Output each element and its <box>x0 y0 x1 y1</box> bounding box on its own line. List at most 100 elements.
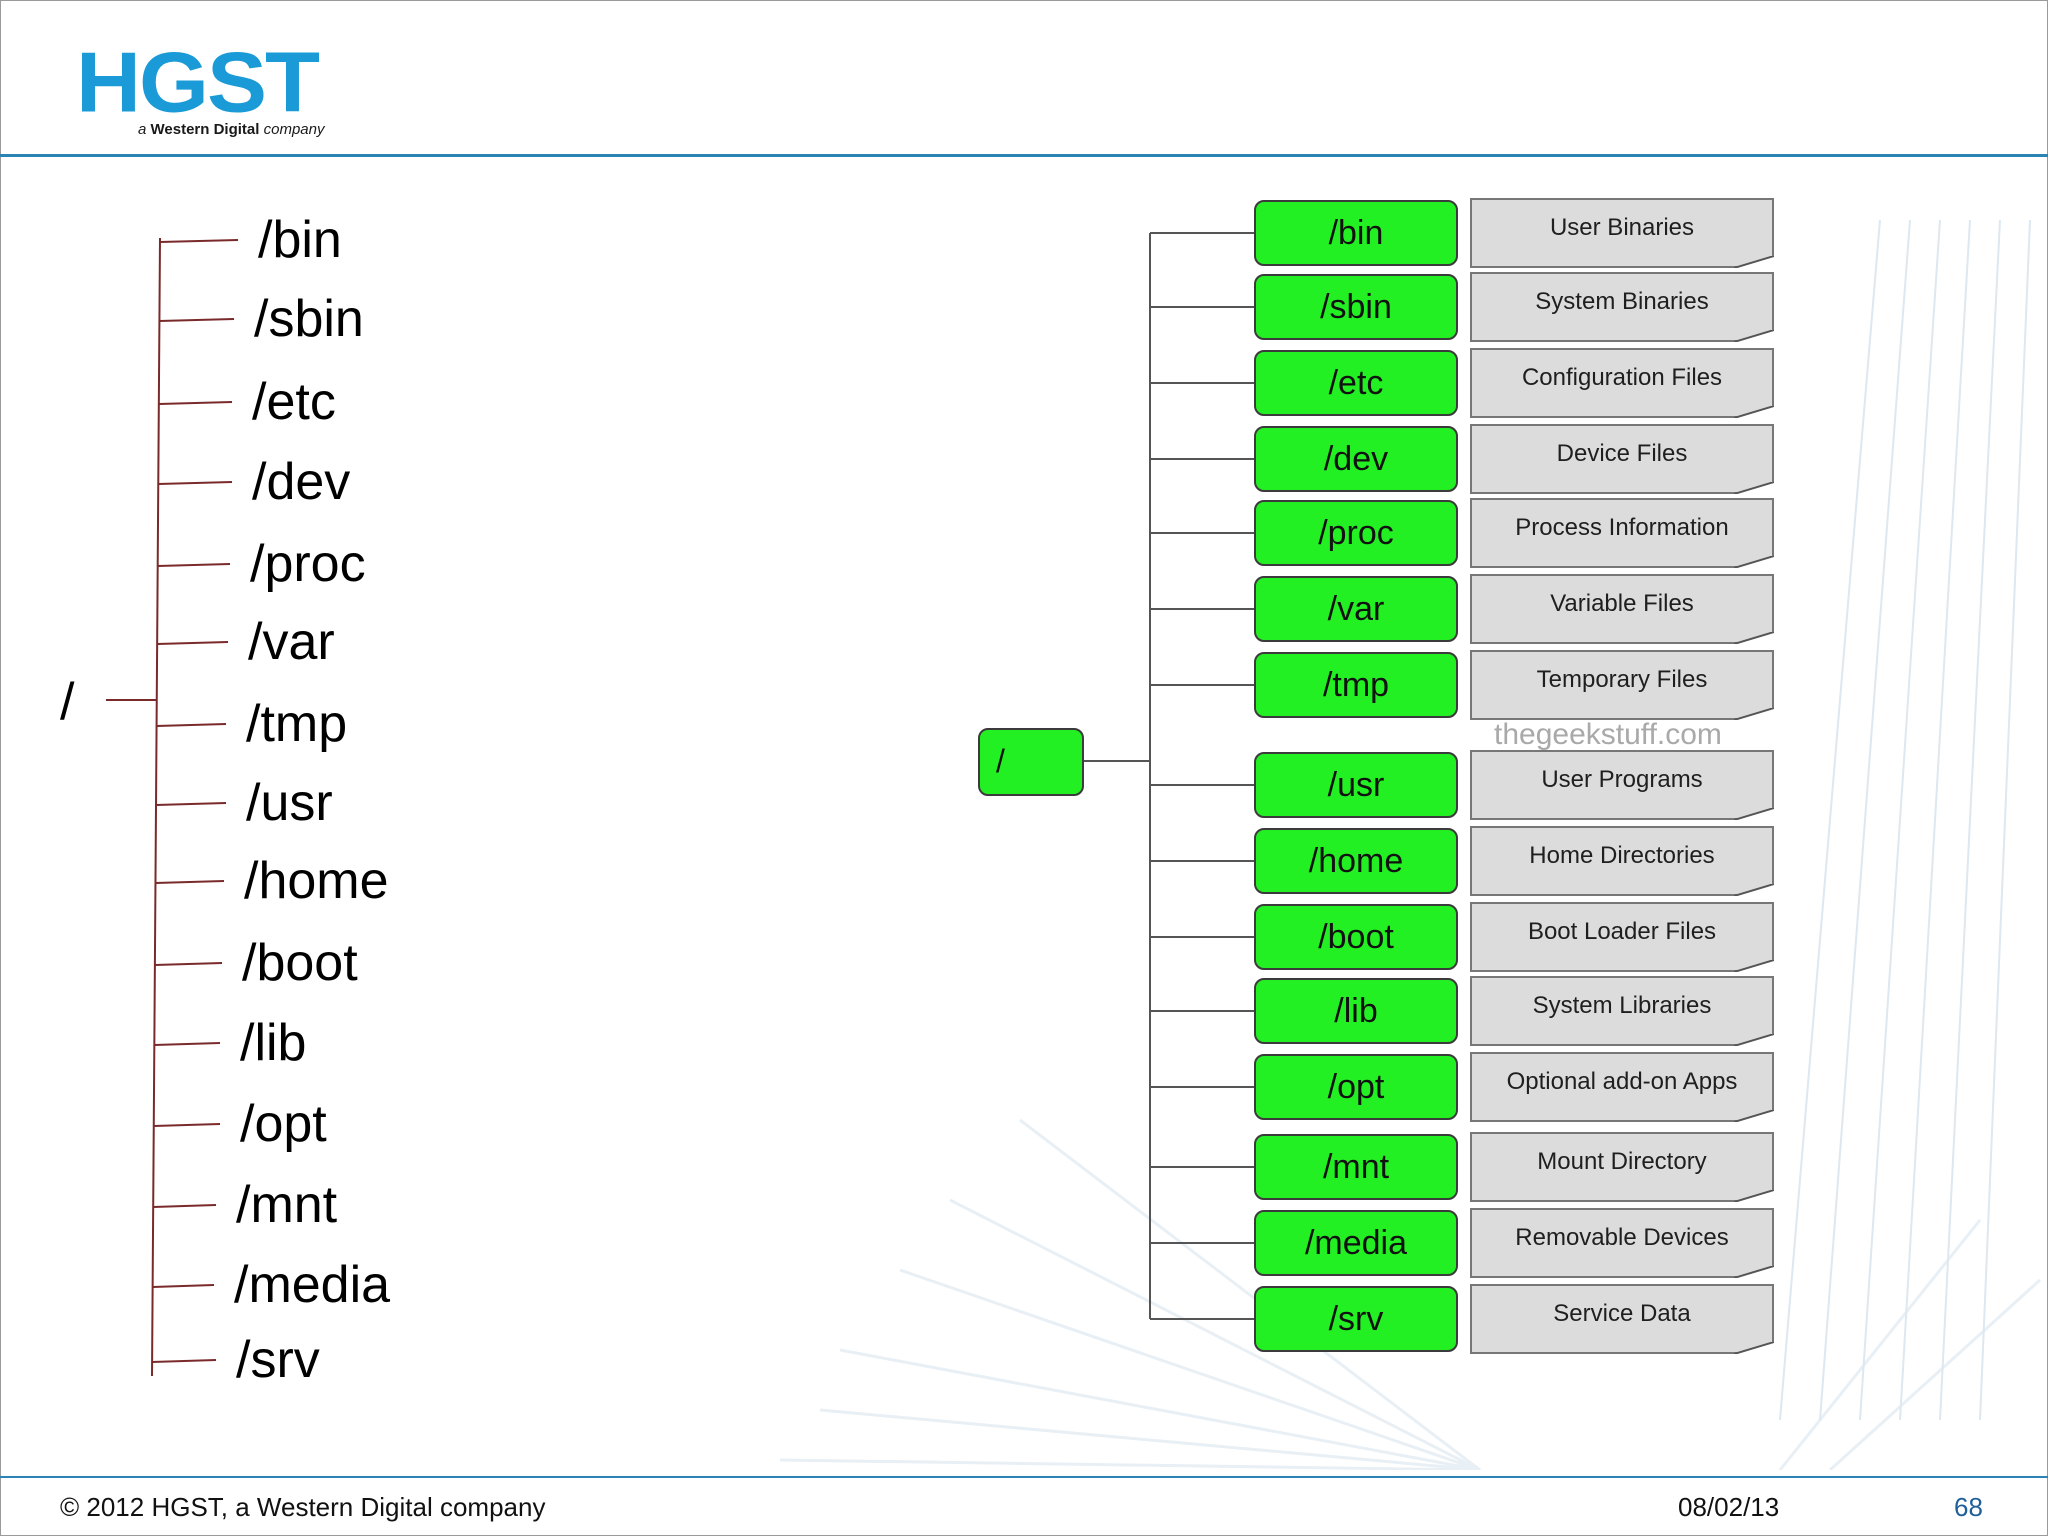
left-tree-branch <box>154 962 223 966</box>
description-label: Boot Loader Files <box>1527 918 1717 945</box>
directory-box: /media <box>1254 1210 1458 1276</box>
directory-box: /sbin <box>1254 274 1458 340</box>
page-curl-icon <box>1734 330 1774 342</box>
left-tree-item: /dev <box>252 453 351 511</box>
left-tree-branch <box>153 1204 217 1208</box>
left-tree-item: /usr <box>246 774 333 832</box>
description-note: System Libraries <box>1470 976 1774 1046</box>
left-tree-item: /boot <box>242 934 358 992</box>
description-label: System Libraries <box>1532 992 1712 1019</box>
page-curl-icon <box>1734 482 1774 494</box>
description-note: Removable Devices <box>1470 1208 1774 1278</box>
description-note: Optional add-on Apps <box>1470 1052 1774 1122</box>
left-tree-branch <box>158 481 233 485</box>
page-curl-icon <box>1734 884 1774 896</box>
description-label: User Programs <box>1541 766 1703 793</box>
left-tree-connectors <box>106 237 239 1377</box>
footer-date: 08/02/13 <box>1678 1492 1780 1522</box>
directory-box: /dev <box>1254 426 1458 492</box>
left-tree-branch <box>157 563 231 567</box>
background-rays-graphic <box>780 220 2042 1470</box>
hgst-logo: HGST a Western Digital company <box>76 40 356 150</box>
left-tree-branch <box>155 802 227 806</box>
logo-tagline-suffix: company <box>259 121 325 138</box>
left-tree-item: /var <box>248 613 335 671</box>
left-tree-item: /sbin <box>254 290 364 348</box>
left-tree-item: /lib <box>240 1014 307 1072</box>
page-curl-icon <box>1734 1266 1774 1278</box>
description-note: Variable Files <box>1470 574 1774 644</box>
description-label: Configuration Files <box>1521 364 1723 391</box>
directory-box: /boot <box>1254 904 1458 970</box>
description-label: System Binaries <box>1535 288 1709 315</box>
header-divider <box>0 154 2048 157</box>
left-directory-tree: / /bin/sbin/etc/dev/proc/var/tmp/usr/hom… <box>0 0 700 1460</box>
left-tree-trunk <box>151 237 161 1377</box>
page-curl-icon <box>1734 1190 1774 1202</box>
left-tree-item: /home <box>244 852 389 910</box>
footer-divider <box>0 1476 2048 1478</box>
left-tree-branch <box>154 1042 221 1046</box>
left-tree-branch <box>152 1284 215 1288</box>
page-curl-icon <box>1734 960 1774 972</box>
description-note: User Binaries <box>1470 198 1774 268</box>
description-note: Boot Loader Files <box>1470 902 1774 972</box>
right-tree-connectors <box>1084 232 1254 1320</box>
page-curl-icon <box>1734 1034 1774 1046</box>
left-tree-branch <box>156 723 227 727</box>
directory-box: /bin <box>1254 200 1458 266</box>
directory-box: /etc <box>1254 350 1458 416</box>
description-note: Process Information <box>1470 498 1774 568</box>
left-tree-branch <box>157 641 229 645</box>
directory-box: /proc <box>1254 500 1458 566</box>
description-note: Service Data <box>1470 1284 1774 1354</box>
left-tree-item: /proc <box>250 535 366 593</box>
page-curl-icon <box>1734 1342 1774 1354</box>
logo-wordmark: HGST <box>76 35 320 131</box>
description-label: Removable Devices <box>1515 1224 1729 1251</box>
directory-box: /lib <box>1254 978 1458 1044</box>
logo-tagline-prefix: a <box>138 121 151 138</box>
logo-tagline-brand: Western Digital <box>150 121 260 138</box>
diagram-root-box: / <box>978 728 1084 796</box>
left-tree-item: /opt <box>240 1095 327 1153</box>
directory-box: /usr <box>1254 752 1458 818</box>
description-note: User Programs <box>1470 750 1774 820</box>
left-tree-root: / <box>60 673 75 731</box>
page-curl-icon <box>1734 256 1774 268</box>
description-note: Home Directories <box>1470 826 1774 896</box>
left-tree-branch <box>152 1359 217 1363</box>
left-tree-item: /tmp <box>246 695 348 753</box>
directory-box: /opt <box>1254 1054 1458 1120</box>
directory-box: /tmp <box>1254 652 1458 718</box>
description-note: Mount Directory <box>1470 1132 1774 1202</box>
left-tree-item: /media <box>234 1256 391 1314</box>
description-label: Service Data <box>1553 1300 1691 1327</box>
description-label: Mount Directory <box>1537 1148 1707 1175</box>
description-label: Optional add-on Apps <box>1506 1068 1738 1095</box>
left-tree-branch <box>159 318 235 322</box>
page-curl-icon <box>1734 808 1774 820</box>
description-label: User Binaries <box>1549 214 1695 241</box>
left-tree-item: /etc <box>252 373 336 431</box>
directory-box: /home <box>1254 828 1458 894</box>
left-tree-branch <box>155 880 225 884</box>
left-tree-item: /srv <box>236 1331 320 1389</box>
directory-box: /srv <box>1254 1286 1458 1352</box>
description-note: Configuration Files <box>1470 348 1774 418</box>
description-label: Variable Files <box>1550 590 1694 617</box>
description-label: Temporary Files <box>1536 666 1708 693</box>
left-tree-branch <box>159 239 239 243</box>
left-tree-item: /mnt <box>236 1176 338 1234</box>
footer-copyright: © 2012 HGST, a Western Digital company <box>60 1492 546 1522</box>
left-tree-branch <box>158 401 233 405</box>
description-label: Home Directories <box>1529 842 1715 869</box>
description-label: Process Information <box>1515 514 1729 541</box>
description-note: Device Files <box>1470 424 1774 494</box>
description-note: Temporary Files <box>1470 650 1774 720</box>
directory-box: /mnt <box>1254 1134 1458 1200</box>
page-curl-icon <box>1734 1110 1774 1122</box>
page-curl-icon <box>1734 406 1774 418</box>
page-curl-icon <box>1734 632 1774 644</box>
logo-tagline: a Western Digital company <box>138 121 410 138</box>
